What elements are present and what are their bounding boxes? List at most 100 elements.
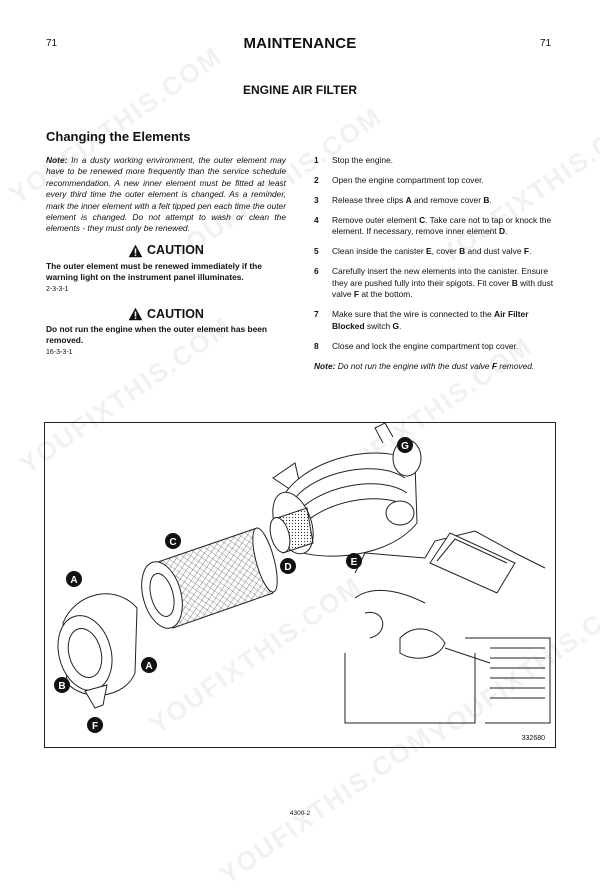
step-text-part: Stop the engine. [332, 155, 394, 165]
note-text: In a dusty working environment, the oute… [46, 155, 286, 234]
step-text-part: Remove outer element [332, 215, 420, 225]
page-title: MAINTENANCE [243, 35, 357, 52]
callout-g-marker [397, 437, 413, 453]
step-text-bold: B [483, 195, 490, 205]
step-item: 1 Stop the engine. [314, 155, 554, 166]
step-text-bold: F [353, 289, 360, 300]
callout-f-marker [87, 717, 103, 733]
figure-number: 332680 [521, 735, 545, 742]
left-column: Note: In a dusty working environment, th… [46, 155, 286, 359]
step-text-part: Open the engine compartment top cover. [332, 175, 484, 185]
step-text: Remove outer element C. Take care not to… [332, 215, 554, 238]
step-item: 8 Close and lock the engine compartment t… [314, 341, 554, 352]
callout-b: B [58, 681, 65, 692]
step-text-part: Carefully insert the new elements into t… [332, 266, 548, 288]
callout-d: D [284, 562, 291, 573]
step-text-part: Release three clips [332, 195, 406, 205]
step-item: 6 Carefully insert the new elements into … [314, 266, 554, 300]
note-paragraph: Note: In a dusty working environment, th… [46, 155, 286, 235]
step-text-part: switch [364, 320, 393, 331]
callout-e-marker [346, 553, 362, 569]
caution-ref: 2-3-3-1 [46, 285, 69, 293]
callout-markers: G C E D A A B F [54, 437, 413, 733]
step-text-bold: F [523, 246, 529, 257]
step-text: Clean inside the canister E, cover B and… [332, 246, 554, 257]
step-text-bold: Air Filter Blocked [332, 309, 529, 331]
callout-d-marker [280, 558, 296, 574]
section-title: ENGINE AIR FILTER [243, 83, 357, 97]
caution-heading-text: CAUTION [147, 243, 204, 258]
step-text-part: Make sure that the wire is connected to … [332, 309, 495, 320]
closing-note-text: Do not run the engine with the dust valv… [335, 360, 492, 371]
step-text-bold: B [459, 246, 466, 257]
step-text-part: Close and lock the engine compartment to… [332, 340, 519, 351]
step-text-bold: B [511, 277, 518, 288]
note-label: Note: [46, 155, 68, 165]
subsection-title: Changing the Elements [46, 129, 191, 144]
callout-a: A [70, 575, 77, 586]
closing-note: Note: Do not run the engine with the dus… [314, 361, 554, 372]
step-item: 4 Remove outer element C. Take care not t… [314, 215, 554, 238]
caution-heading: CAUTION [46, 244, 286, 258]
steps-column: 1 Stop the engine. 2 Open the engine compar… [314, 155, 554, 372]
page-number-left: 71 [46, 38, 58, 49]
step-number: 7 [314, 309, 319, 320]
step-text-part: . [505, 226, 508, 237]
step-number: 8 [314, 340, 319, 351]
step-number: 3 [314, 195, 319, 205]
step-text-part: . [489, 195, 492, 205]
step-text: Release three clips A and remove cover B… [332, 195, 554, 206]
step-item: 3 Release three clips A and remove cover … [314, 195, 554, 206]
warning-triangle-icon [128, 308, 143, 321]
caution-text: Do not run the engine when the outer ele… [46, 324, 268, 346]
callout-e: E [351, 557, 358, 568]
step-item: 2 Open the engine compartment top cover. [314, 175, 554, 186]
step-text-bold: C [419, 215, 426, 225]
step-text: Open the engine compartment top cover. [332, 175, 554, 186]
page-number-right: 71 [540, 38, 552, 49]
step-item: 7 Make sure that the wire is connected to… [314, 309, 554, 332]
step-text-bold: E [426, 246, 432, 257]
callout-g: G [401, 441, 409, 452]
step-text: Close and lock the engine compartment to… [332, 341, 554, 352]
closing-note-label: Note: [314, 360, 336, 371]
step-text: Stop the engine. [332, 155, 554, 166]
exploded-view-illustration: G C E D A A B F [54, 423, 551, 733]
page-footer-code: 4300-2 [289, 810, 311, 817]
closing-note-bold: F [491, 360, 497, 371]
callout-c: C [169, 537, 176, 548]
warning-triangle-icon [128, 244, 143, 258]
air-filter-diagram: G C E D A A B F 332680 [44, 422, 556, 748]
step-text-part: . [528, 246, 532, 257]
step-item: 5 Clean inside the canister E, cover B an… [314, 246, 554, 257]
callout-a-2: A [145, 661, 152, 672]
step-text-part: at the bottom. [359, 289, 413, 300]
caution-heading: CAUTION [46, 307, 286, 321]
callout-a-marker [141, 657, 157, 673]
steps-list: 1 Stop the engine. 2 Open the engine compar… [314, 155, 554, 352]
step-text: Carefully insert the new elements into t… [332, 266, 554, 300]
callout-c-marker [165, 533, 181, 549]
step-text: Make sure that the wire is connected to … [332, 309, 554, 332]
caution-ref: 16-3-3-1 [46, 349, 73, 357]
caution-text: The outer element must be renewed immedi… [46, 260, 262, 282]
caution-heading-text: CAUTION [147, 306, 204, 321]
step-number: 4 [314, 215, 319, 225]
step-text-part: , cover [431, 246, 460, 257]
step-text-part: and remove cover [411, 195, 484, 205]
step-number: 2 [314, 175, 319, 185]
step-text-bold: D [498, 226, 506, 237]
closing-note-tail: removed. [496, 360, 535, 371]
step-number: 5 [314, 246, 319, 257]
step-text-part: with dust valve [332, 277, 554, 300]
step-number: 6 [314, 266, 319, 277]
step-text-bold: A [405, 195, 412, 205]
step-text-part: Clean inside the canister [332, 246, 427, 257]
step-text-part: and dust valve [465, 246, 524, 257]
callout-f: F [92, 721, 98, 732]
step-text-part: . Take care not to tap or knock the elem… [332, 215, 552, 237]
callout-a-marker [66, 571, 82, 587]
step-text-bold: G [392, 320, 400, 331]
step-text-part: . [399, 320, 402, 331]
step-number: 1 [314, 155, 319, 165]
